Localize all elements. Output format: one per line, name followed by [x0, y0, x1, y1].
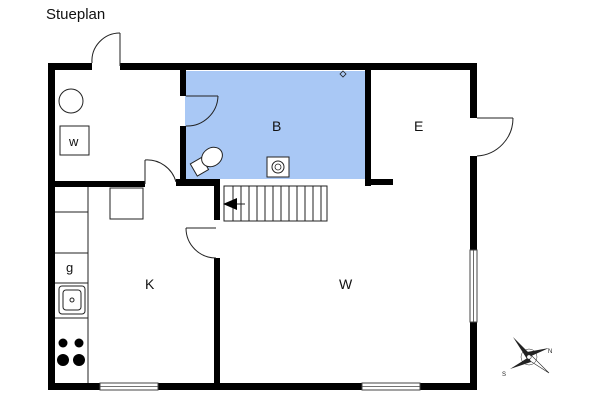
- water-heater-icon: [58, 88, 84, 114]
- plan-title: Stueplan: [46, 6, 106, 23]
- room-label-bath: B: [272, 118, 281, 134]
- kitchen-counter: [55, 187, 89, 383]
- staircase: [223, 185, 328, 222]
- stove-icon: [57, 338, 85, 366]
- windows: [99, 249, 478, 391]
- doors: [91, 32, 514, 259]
- room-label-kitchen: K: [145, 276, 155, 292]
- fridge-label: g: [66, 260, 73, 275]
- stair-arrow-icon: [223, 198, 237, 210]
- sink-icon: [266, 156, 290, 178]
- compass-south: S: [502, 372, 506, 378]
- drain-icon: [339, 70, 347, 78]
- kitchen-sink-icon: [58, 285, 86, 315]
- interior-walls: [55, 70, 393, 383]
- toilet-icon: [189, 146, 223, 177]
- room-label-living: W: [339, 276, 353, 292]
- kitchen-table: [109, 187, 144, 220]
- room-label-entry: E: [414, 118, 423, 134]
- compass-rose-icon: [510, 337, 550, 374]
- washer-box: [59, 125, 90, 156]
- compass-north: N: [548, 349, 552, 355]
- washer-label: w: [68, 134, 79, 149]
